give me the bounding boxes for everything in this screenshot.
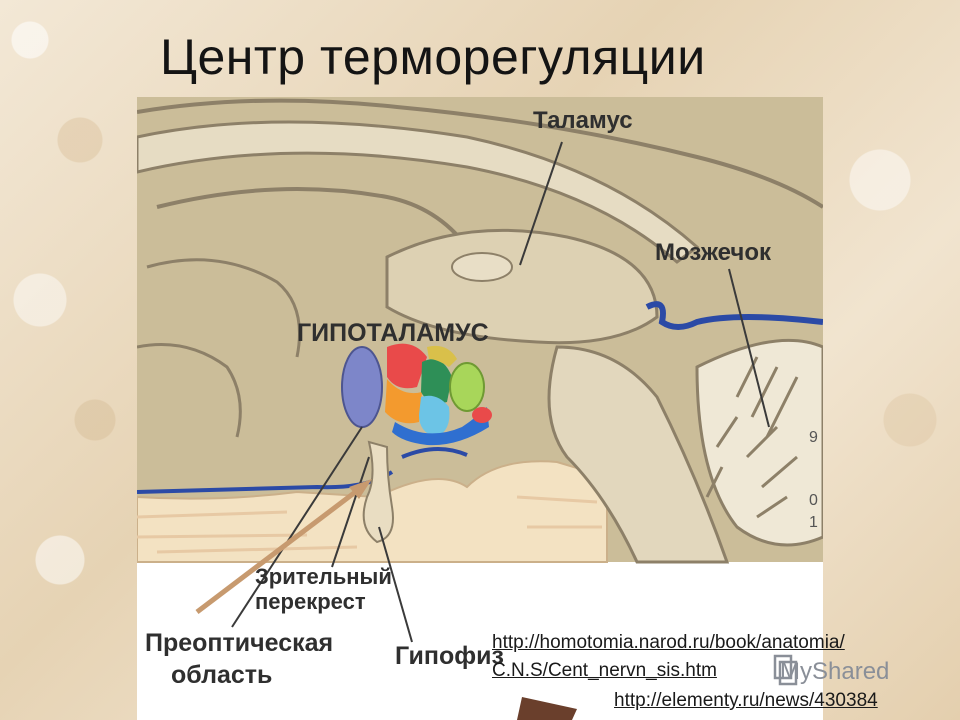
arrow-head [349,479,372,499]
cerebellum-label: Мозжечок [655,239,772,266]
pituitary-label: Гипофиз [395,642,504,670]
thalamus-shape [385,228,659,345]
scale-mark: 1 [809,514,818,531]
scale-mark: 0 [809,492,818,509]
nucleus-red-small [472,407,492,423]
nucleus-yellow [427,345,457,367]
nucleus-blue [392,407,489,446]
myshared-logo-icon [772,654,798,686]
optic-chiasm-line1: Зрительный [255,564,392,589]
bone-texture [137,495,602,554]
thalamus-adhesion [451,252,513,282]
optic-chiasm-label: Зрительный перекрест [255,564,392,614]
source-link-1-line1[interactable]: http://homotomia.narod.ru/book/anatomia/ [492,632,845,653]
lower-white-area [137,562,823,720]
thalamus-pointer [519,141,563,266]
brain-illustration: 9 0 1 [137,97,823,720]
source-link-2[interactable]: http://elementy.ru/news/430384 [614,690,878,711]
brainstem [547,345,730,564]
nucleus-green [421,359,452,404]
blue-vessel-upper [645,301,823,330]
preoptic-label: Преоптическая область [145,627,333,691]
hypothalamus-label: ГИПОТАЛАМУС [297,319,489,347]
cortex-fold-left [146,258,301,358]
myshared-watermark: MyShared [780,658,890,685]
nucleus-lightblue [419,395,450,437]
hypothalamic-nuclei [341,343,492,446]
blue-vessel-pituitary [401,446,468,459]
nucleus-preoptic [341,346,383,428]
thalamus-label: Таламус [533,107,633,134]
preoptic-line1: Преоптическая [145,629,334,657]
arbor-vitae [705,356,799,519]
scale-mark: 9 [809,429,818,446]
cortex-fold-top [137,98,823,209]
slide-title: Центр терморегуляции [160,29,706,85]
source-link-1-line2[interactable]: C.N.S/Cent_nervn_sis.htm [492,660,717,681]
cortex-fold-inner [156,187,469,249]
cerebellum-pointer [728,268,770,428]
preoptic-pointer [231,426,363,628]
preoptic-line2: область [171,661,273,689]
cortex-fold-left-lower [137,343,242,438]
arrow-shaft [195,485,364,614]
pituitary-pointer [378,526,413,643]
nucleus-mammillary [449,362,485,412]
pituitary-gland [362,440,394,544]
optic-chiasm-line2: перекрест [255,589,366,614]
chiasm-pointer [331,456,370,568]
brown-object [517,697,577,720]
corpus-callosum [137,120,700,264]
brain-diagram: 9 0 1 Таламус Мозжечок ГИПОТАЛАМУС Зрите… [137,97,823,720]
nucleus-orange [385,379,422,424]
nucleus-red [387,343,427,389]
